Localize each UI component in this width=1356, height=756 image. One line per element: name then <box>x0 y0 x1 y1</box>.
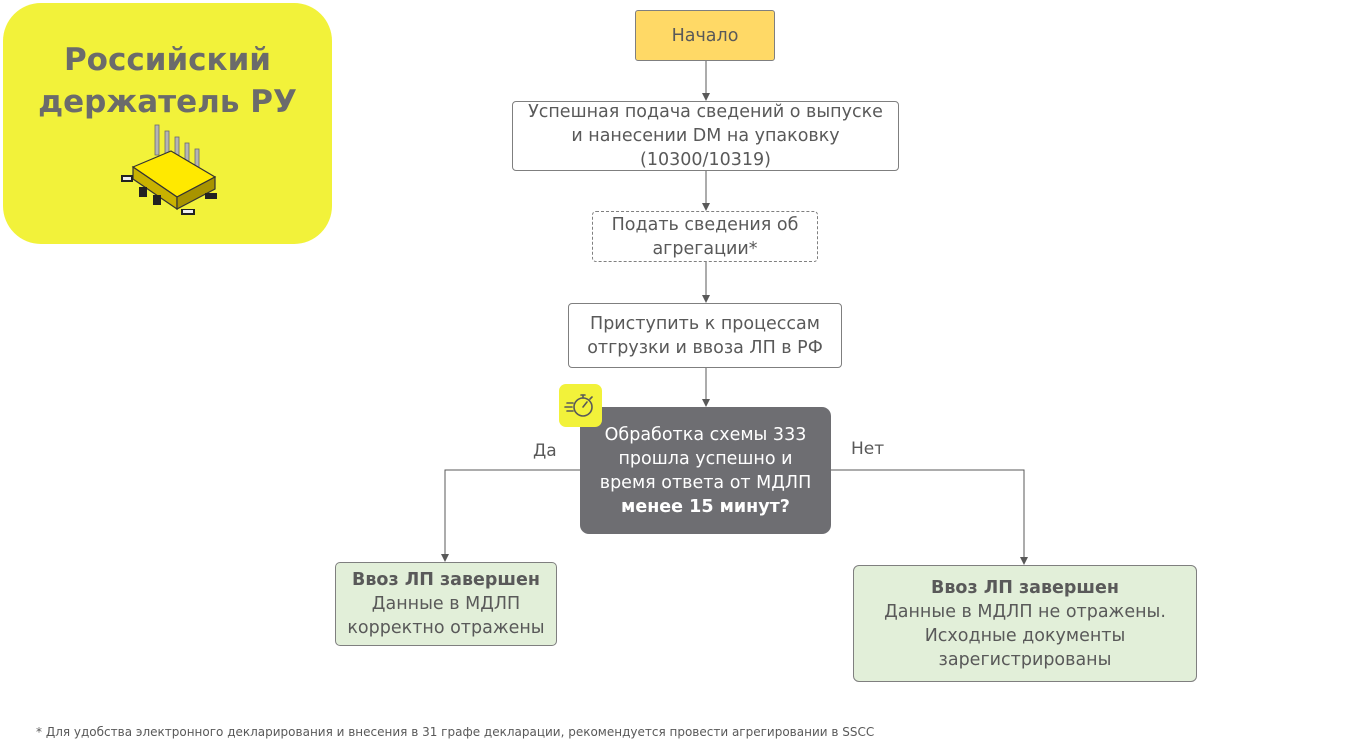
footnote: * Для удобства электронного декларирован… <box>36 725 875 739</box>
step-aggregation: Подать сведения об агрегации* <box>592 211 818 262</box>
holder-title: Российский держатель РУ <box>3 39 332 123</box>
arrow-no-branch <box>831 469 1028 565</box>
step-text-line: Приступить к процессам <box>590 313 820 334</box>
step-text-line: отгрузки и ввоза ЛП в РФ <box>587 337 823 358</box>
result-no: Ввоз ЛП завершен Данные в МДЛП не отраже… <box>853 565 1197 682</box>
result-text-line: Данные в МДЛП <box>371 594 521 614</box>
holder-title-line: держатель РУ <box>38 84 297 120</box>
holder-title-line: Российский <box>63 42 272 78</box>
result-text-line: зарегистрированы <box>938 649 1112 670</box>
decision-node: Обработка схемы 333 прошла успешно и вре… <box>580 407 831 534</box>
step-text-line: (10300/10319) <box>640 150 771 170</box>
no-label: Нет <box>851 439 885 459</box>
result-text-line: Данные в МДЛП не отражены. <box>884 601 1166 622</box>
microchip-icon <box>121 124 217 215</box>
arrow-yes-branch <box>441 469 580 562</box>
result-title: Ввоз ЛП завершен <box>352 570 540 590</box>
holder-card: Российский держатель РУ <box>3 3 332 244</box>
step-shipment: Приступить к процессам отгрузки и ввоза … <box>568 303 842 368</box>
step-text-line: агрегации* <box>652 238 758 259</box>
decision-text-line: прошла успешно и <box>618 448 793 469</box>
result-title: Ввоз ЛП завершен <box>931 577 1119 598</box>
step-submit-release: Успешная подача сведений о выпуске и нан… <box>512 101 899 171</box>
stopwatch-icon <box>564 394 593 417</box>
result-text-line: корректно отражены <box>347 618 545 638</box>
start-label: Начало <box>671 25 739 46</box>
step-text-line: Подать сведения об <box>611 214 799 235</box>
decision-text-line: Обработка схемы 333 <box>604 424 807 445</box>
step-text-line: и нанесении DM на упаковку <box>571 126 840 146</box>
step-text-line: Успешная подача сведений о выпуске <box>528 102 883 122</box>
stopwatch-badge <box>559 384 602 427</box>
decision-text-line: время ответа от МДЛП <box>599 472 812 493</box>
yes-label: Да <box>533 441 557 461</box>
decision-question: менее 15 минут? <box>621 496 790 517</box>
result-yes: Ввоз ЛП завершен Данные в МДЛП корректно… <box>335 562 557 646</box>
start-node: Начало <box>635 10 775 61</box>
result-text-line: Исходные документы <box>924 625 1126 646</box>
